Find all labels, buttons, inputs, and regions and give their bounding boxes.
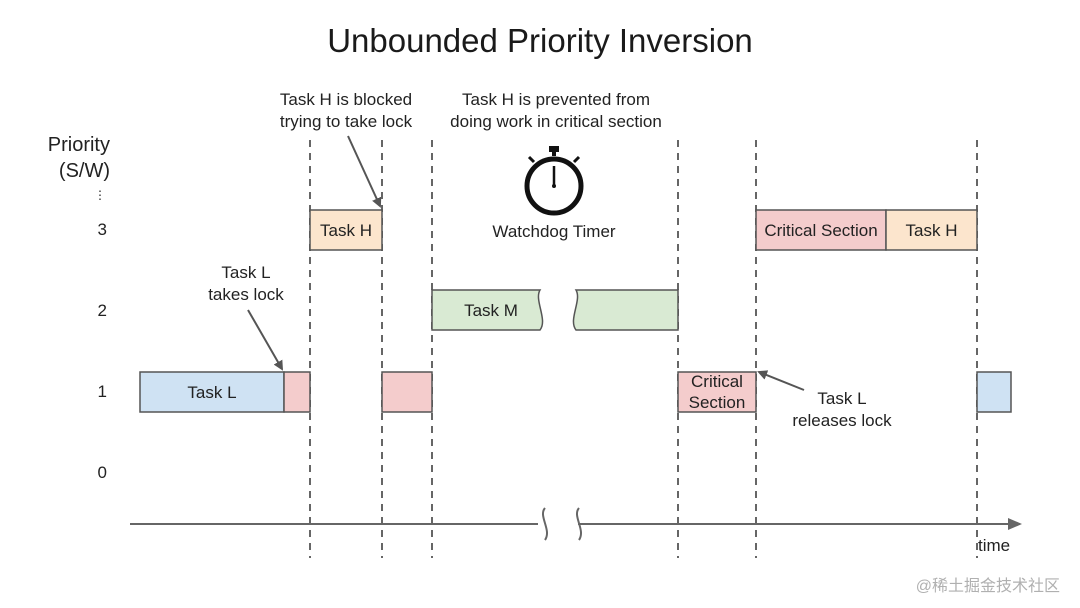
arrow-task-l-releases-lock [757,370,805,391]
annotation-task-l-releases-line1: Task L [817,389,867,408]
critical-section-high-label: Critical Section [764,220,878,240]
watermark: @稀土掘金技术社区 [915,578,1060,595]
y-axis-label: Priority (S/W) [28,132,110,184]
task-l-box [139,371,285,413]
stopwatch-icon [524,146,584,216]
annotation-task-h-prevented-line2: doing work in critical section [450,112,662,131]
annotation-task-h-prevented-line1: Task H is prevented from [461,90,650,109]
task-h-blocked-box [309,209,383,251]
annotation-task-h-blocked-line2: trying to take lock [279,112,413,131]
task-m-box-left [431,289,544,331]
task-m-label: Task M [464,300,518,320]
y-axis-label-line2: (S/W) [58,160,110,182]
x-axis-label: time [978,536,1011,555]
task-l-final-box [976,371,1012,413]
critical-section-low-box [677,371,757,413]
task-h-final-label: Task H [905,220,958,240]
annotation-task-h-blocked-line1: Task H is blocked [279,90,413,109]
annotation-task-l-takes-lock: Task L takes lock [186,262,306,306]
annotation-watchdog-timer: Watchdog Timer [492,222,616,241]
task-l-label: Task L [187,382,237,402]
task-l-critical-segment [381,371,433,413]
task-h-blocked-label: Task H [320,220,372,240]
task-l-lock-segment [283,371,311,413]
arrow-task-h-blocked [347,135,382,208]
y-axis-label-line1: Priority [47,134,110,156]
axis-break-left [542,507,548,541]
y-tick-3: 3 [97,220,107,239]
y-tick-0: 0 [97,463,107,482]
annotation-task-l-releases-lock: Task L releases lock [776,388,908,432]
annotation-task-h-blocked: Task H is blocked trying to take lock [246,89,446,133]
annotation-task-h-prevented: Task H is prevented from doing work in c… [414,89,698,133]
axis-break-right [576,507,582,541]
y-tick-1: 1 [97,382,107,401]
diagram-title: Unbounded Priority Inversion [327,22,753,59]
task-h-final-box [885,209,978,251]
task-m-box-right [572,289,679,331]
time-axis [130,507,1022,541]
critical-section-low-line2: Section [688,393,746,412]
critical-section-low-line1: Critical [691,372,743,391]
annotation-task-l-takes-line1: Task L [221,263,271,282]
critical-section-low-label: Critical Section [678,372,756,412]
annotation-task-l-takes-line2: takes lock [208,285,284,304]
y-tick-2: 2 [97,301,107,320]
arrow-task-l-takes-lock [247,309,283,371]
annotation-task-l-releases-line2: releases lock [792,411,892,430]
dashed-time-markers [309,140,978,558]
